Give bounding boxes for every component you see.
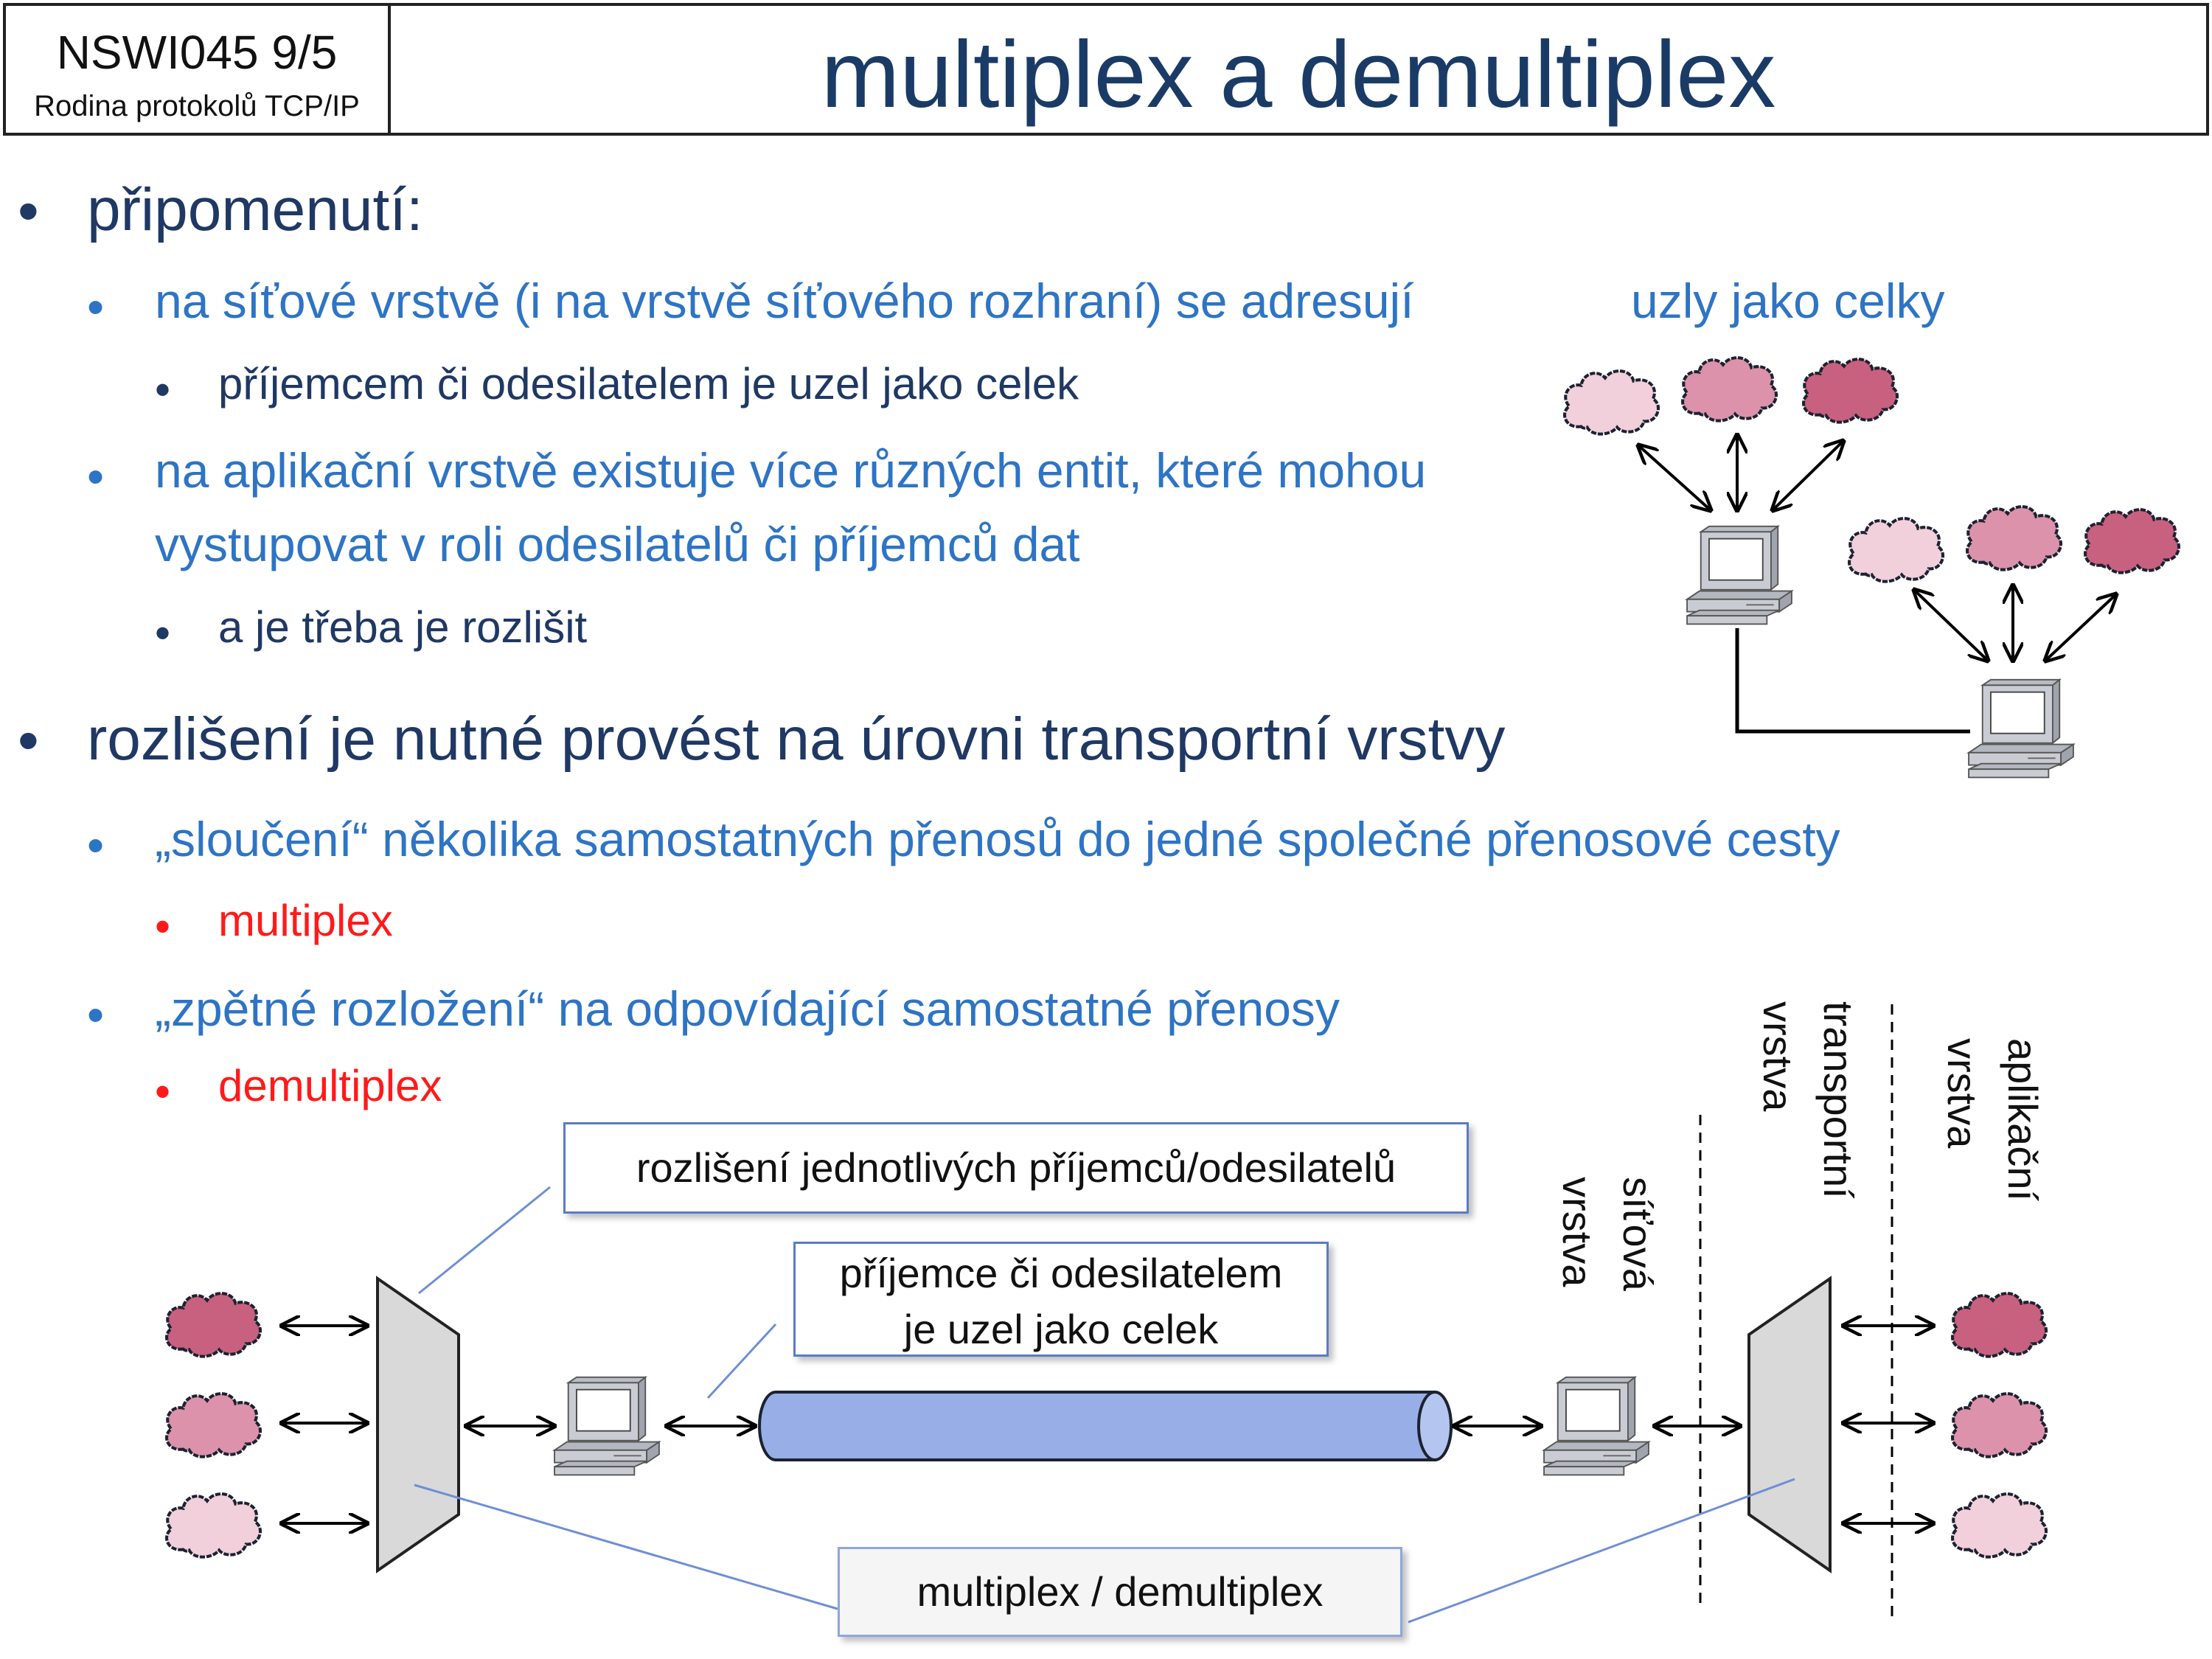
bullet-app-layer-2: vystupovat v roli odesilatelů či příjemc… <box>155 517 1080 571</box>
course-code: NSWI045 9/5 <box>56 26 338 79</box>
course-subtitle: Rodina protokolů TCP/IP <box>34 90 360 122</box>
callout-node-box: příjemce či odesilatelem je uzel jako ce… <box>793 1242 1329 1357</box>
computer-icon <box>1686 525 1792 625</box>
computer-icon <box>1543 1376 1649 1476</box>
bullet-distinguish: a je třeba je rozlišit <box>218 602 588 652</box>
bullet-network-layer: na síťové vrstvě (i na vrstvě síťového r… <box>155 274 1414 328</box>
layer-label-application: aplikační vrstva <box>1932 1038 2053 1201</box>
cloud-icon <box>1565 371 1658 434</box>
callout-mux-text: multiplex / demultiplex <box>917 1568 1324 1615</box>
transmission-pipe <box>758 1391 1453 1461</box>
callout-resolve-text: rozlišení jednotlivých příjemců/odesilat… <box>636 1144 1397 1191</box>
bullet-dot: • <box>87 818 105 872</box>
slide-title: multiplex a demultiplex <box>821 22 1776 128</box>
callout-node-line2: je uzel jako celek <box>903 1306 1219 1352</box>
bullet-app-layer-1: na aplikační vrstvě existuje více různýc… <box>155 443 1427 498</box>
layer-label-network-1: síťová <box>1615 1177 1661 1291</box>
layer-label-network: síťová vrstva <box>1547 1177 1668 1291</box>
bullet-dot: • <box>155 608 171 658</box>
layer-label-network-2: vrstva <box>1554 1177 1601 1287</box>
bullet-dot: • <box>87 449 105 504</box>
cloud-icon <box>2085 509 2179 573</box>
bullet-merge: „sloučení“ několika samostatných přenosů… <box>155 812 1840 866</box>
layer-label-transport-2: vrstva <box>1755 1001 1801 1112</box>
bullet-dot: • <box>87 987 105 1042</box>
bullet-multiplex: multiplex <box>218 896 393 945</box>
bullet-reminder: připomenutí: <box>87 176 423 243</box>
bullet-transport: rozlišení je nutné provést na úrovni tra… <box>87 706 1506 773</box>
cloud-icon <box>167 1293 260 1357</box>
bullet-dot: • <box>155 902 171 951</box>
layer-label-application-1: aplikační <box>2000 1038 2046 1202</box>
bullet-dot: • <box>18 707 39 774</box>
callout-node-line1: příjemce či odesilatelem <box>839 1250 1283 1296</box>
cloud-icon <box>1967 507 2061 570</box>
header-course-box: NSWI045 9/5 Rodina protokolů TCP/IP <box>3 3 391 136</box>
bullet-node-whole: příjemcem či odesilatelem je uzel jako c… <box>218 359 1079 408</box>
layer-label-application-2: vrstva <box>1939 1038 1986 1149</box>
cloud-icon <box>1952 1293 2046 1357</box>
cloud-icon <box>1849 518 1943 582</box>
bullet-network-layer-tail: uzly jako celky <box>1631 274 1945 328</box>
multiplexer-right <box>1747 1276 1832 1573</box>
bullet-demultiplex: demultiplex <box>218 1061 442 1110</box>
bullet-dot: • <box>18 178 39 245</box>
bullet-split: „zpětné rozložení“ na odpovídající samos… <box>155 981 1340 1036</box>
callout-mux-box: multiplex / demultiplex <box>838 1547 1402 1637</box>
cloud-icon <box>1952 1494 2046 1557</box>
layer-label-transport: transportní vrstva <box>1747 1001 1868 1199</box>
bullet-dot: • <box>155 365 171 414</box>
cloud-icon <box>167 1494 260 1557</box>
cloud-icon <box>1952 1394 2046 1457</box>
cloud-icon <box>167 1394 260 1457</box>
computer-icon <box>1968 678 2074 779</box>
callout-resolve-box: rozlišení jednotlivých příjemců/odesilat… <box>563 1122 1469 1214</box>
layer-label-transport-1: transportní <box>1815 1001 1862 1199</box>
bullet-dot: • <box>155 1067 171 1116</box>
header-title-box: multiplex a demultiplex <box>391 3 2209 136</box>
cloud-icon <box>1804 359 1897 422</box>
multiplexer-left <box>376 1276 460 1573</box>
computer-icon <box>554 1376 660 1476</box>
cloud-icon <box>1683 358 1776 421</box>
bullet-dot: • <box>87 279 105 334</box>
